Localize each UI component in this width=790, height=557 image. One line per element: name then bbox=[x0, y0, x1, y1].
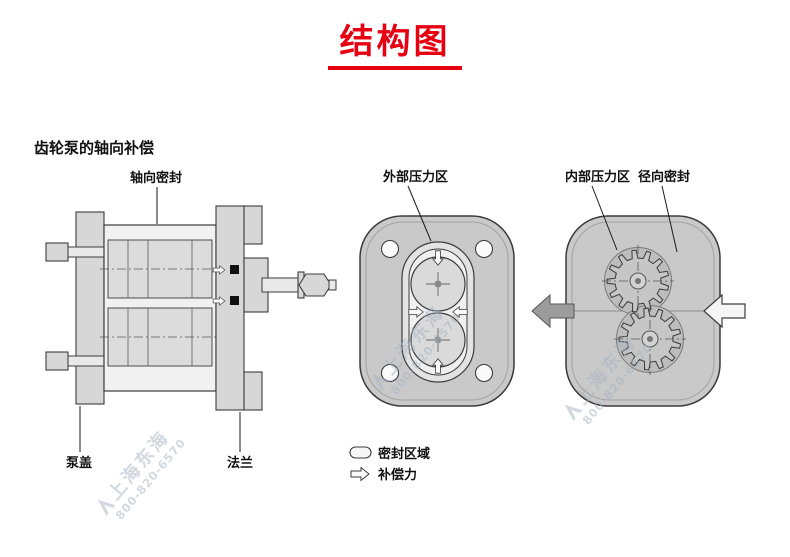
shaft-nut bbox=[298, 273, 332, 297]
gear-center-top bbox=[635, 278, 641, 284]
radial-seal-label: 径向密封 bbox=[638, 169, 690, 185]
radial-seal-leader bbox=[661, 185, 678, 253]
title-underline bbox=[328, 66, 462, 70]
external-pressure-label: 外部压力区 bbox=[382, 169, 448, 185]
gear-center-bottom bbox=[434, 336, 442, 344]
page-title: 结构图 bbox=[339, 22, 451, 62]
watermark-logo-icon bbox=[564, 404, 583, 422]
internal-pressure-leader bbox=[591, 185, 618, 251]
pump-cover-label: 泵盖 bbox=[66, 455, 92, 471]
external-pressure-view: 外部压力区 bbox=[359, 169, 515, 407]
gear-center-top bbox=[434, 280, 442, 288]
axial-seal-label: 轴向密封 bbox=[130, 170, 182, 186]
outlet-flow-arrow bbox=[531, 293, 575, 329]
legend-compensation-label: 补偿力 bbox=[377, 467, 417, 483]
pump-cover-plate bbox=[75, 211, 105, 405]
external-pressure-leader bbox=[407, 185, 432, 242]
figure-heading: 齿轮泵的轴向补偿 bbox=[34, 139, 154, 157]
axial-seal-bottom bbox=[230, 296, 239, 305]
shaft-end-stub bbox=[328, 279, 337, 291]
legend-seal-area-label: 密封区域 bbox=[377, 446, 430, 462]
flange-tab-bottom bbox=[243, 371, 263, 411]
watermark: 上海东海 800-820-6570 bbox=[97, 426, 189, 522]
bolt-shank-bottom bbox=[67, 355, 109, 367]
bolt-hole bbox=[380, 363, 400, 383]
section-view: 轴向密封 泵盖 法兰 bbox=[45, 170, 337, 471]
drive-shaft bbox=[261, 277, 301, 293]
bolt-hole bbox=[380, 239, 400, 259]
seal-area-icon bbox=[349, 446, 372, 459]
bolt-hole bbox=[474, 363, 494, 383]
bolt-head-bottom bbox=[45, 351, 69, 371]
watermark-logo-icon bbox=[372, 374, 391, 392]
axial-seal-top bbox=[230, 265, 239, 274]
bolt-hole bbox=[474, 239, 494, 259]
internal-pressure-label: 内部压力区 bbox=[565, 169, 630, 185]
internal-pressure-view: 内部压力区 径向密封 bbox=[531, 169, 746, 407]
bolt-head-top bbox=[45, 242, 69, 262]
flange-tab-top bbox=[243, 205, 263, 245]
compensation-force-icon bbox=[350, 467, 370, 481]
flange-plate bbox=[215, 205, 245, 411]
gear-center-bottom bbox=[647, 336, 653, 342]
bolt-shank-top bbox=[67, 246, 109, 258]
flange-label: 法兰 bbox=[227, 455, 253, 471]
watermark-logo-icon bbox=[97, 499, 116, 517]
legend: 密封区域 补偿力 bbox=[349, 446, 430, 483]
inlet-flow-arrow bbox=[703, 293, 746, 329]
